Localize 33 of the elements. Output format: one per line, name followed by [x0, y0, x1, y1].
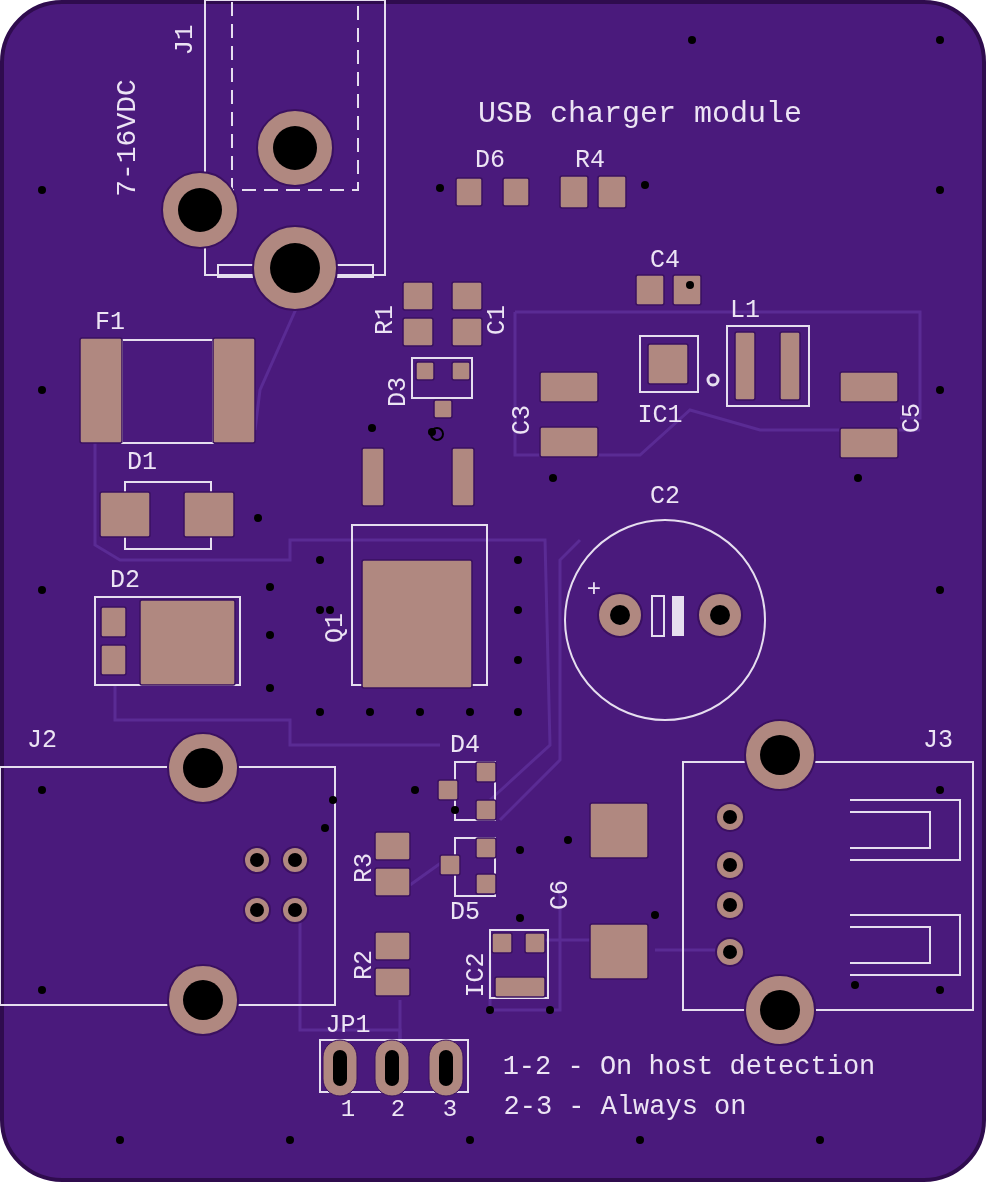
component-designator: D1 — [127, 449, 157, 475]
component-designator: R3 — [351, 853, 377, 883]
component-designator: JP1 — [325, 1012, 371, 1038]
component-designator: C1 — [484, 305, 510, 335]
pin-number: 1 — [340, 1098, 356, 1122]
pin-number: 2 — [390, 1098, 406, 1122]
component-designator: J1 — [172, 24, 198, 56]
component-designator: C6 — [547, 880, 573, 910]
component-designator: C3 — [509, 405, 535, 435]
polarity-mark: + — [586, 578, 602, 602]
jumper-note: 1-2 - On host detection — [502, 1053, 876, 1081]
component-designator: D3 — [385, 377, 411, 407]
component-designator: IC1 — [637, 402, 683, 428]
component-designator: D5 — [450, 899, 480, 925]
component-designator: R4 — [575, 147, 605, 173]
component-designator: F1 — [95, 309, 125, 335]
component-designator: D2 — [110, 567, 140, 593]
component-designator: J3 — [923, 727, 953, 753]
component-designator: L1 — [730, 297, 760, 323]
component-designator: D4 — [450, 732, 480, 758]
component-designator: J2 — [27, 727, 57, 753]
component-designator: Q1 — [322, 613, 348, 643]
voltage-label: 7-16VDC — [114, 79, 142, 197]
component-designator: C4 — [650, 247, 680, 273]
component-designator: C2 — [650, 483, 680, 509]
jumper-note: 2-3 - Always on — [503, 1093, 747, 1121]
component-designator: IC2 — [463, 952, 489, 998]
pin-number: 3 — [442, 1098, 458, 1122]
board-title: USB charger module — [477, 99, 803, 129]
component-designator: R2 — [351, 950, 377, 980]
component-designator: D6 — [475, 147, 505, 173]
component-designator: C5 — [899, 403, 925, 433]
component-designator: R1 — [372, 305, 398, 335]
